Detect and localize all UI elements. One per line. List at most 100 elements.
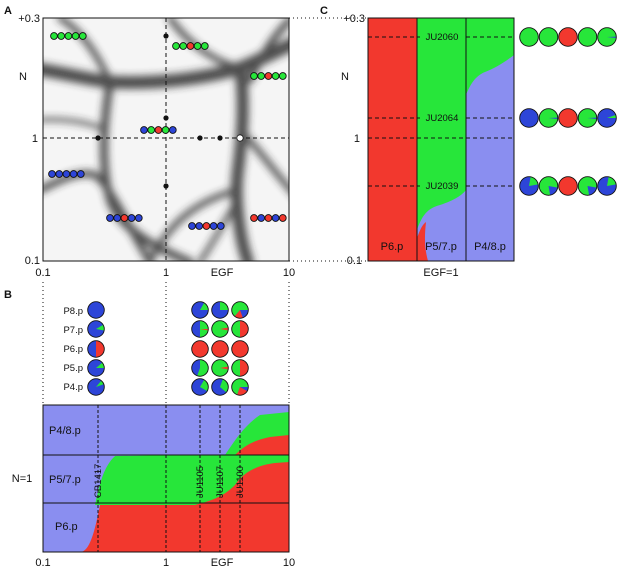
cell-dot [193,42,202,50]
col-label-p6: P6.p [381,241,404,253]
strain-label-bg [420,31,464,43]
cell-dot [154,126,163,134]
fate-pie [211,301,229,319]
fate-pattern-row [48,170,85,178]
sample-point [95,135,101,141]
cell-dot [161,126,170,134]
fate-pie [231,320,249,338]
cell-dot [202,222,211,230]
fate-pie [538,27,559,47]
cell-fate-pies [87,301,249,396]
c-x-caption: EGF=1 [423,267,458,279]
fate-pattern-row [250,72,287,80]
sample-point [163,115,169,121]
cell-dot [48,170,56,178]
panel-c: C JU2060 JU2064 JU2039 P6.p P5/7.p P4/8.… [320,5,617,279]
strain-fate-pies [519,27,617,196]
cell-dot [195,222,204,230]
sample-point [197,135,203,141]
fate-pie [558,176,578,196]
fate-pie [231,340,249,358]
cell-label-p4: P4.p [63,382,83,393]
fate-pie [191,340,209,358]
fate-pie [519,176,539,196]
fate-pie [231,301,249,319]
fate-pie [577,27,598,47]
cell-dot [134,214,143,222]
strain-label-ju2060: JU2060 [426,32,459,43]
fate-pattern-row [188,222,225,230]
fate-pie [87,340,105,358]
cell-dot [69,170,78,178]
strain-label-bg [420,180,464,192]
cell-dot [179,42,188,50]
fate-pattern-row [140,126,177,134]
fate-pie [191,378,209,396]
cell-dot [113,214,122,222]
panel-c-label: C [320,5,328,17]
sample-points [95,33,244,189]
cell-dot [264,72,273,80]
fate-pie [577,176,598,196]
fate-pie [87,359,105,377]
c-y-tick-bottom: 0.1 [347,255,362,267]
fate-pie [87,378,105,396]
band-label-p57: P5/7.p [49,474,81,486]
a-x-label: EGF [211,267,234,279]
fate-pie [558,27,578,47]
panel-b-label: B [4,289,12,301]
fate-pie [211,340,229,358]
cell-dot [168,126,177,134]
b-x-tick-right: 10 [283,557,295,568]
sample-point-open [236,134,244,142]
cell-dot [120,214,129,222]
fate-pie [191,301,209,319]
cell-dot [250,214,258,222]
cell-dot [140,126,148,134]
sample-point [217,135,223,141]
cell-dot [62,170,71,178]
cell-label-p8: P8.p [63,306,83,317]
c-y-tick-top: +0.3 [343,13,365,25]
col-label-p57: P5/7.p [425,241,457,253]
fate-pie [87,320,105,338]
fate-pie [538,108,559,128]
panel-c-frame [367,17,515,262]
panel-a: A [4,5,366,279]
cell-dot [147,126,156,134]
cell-label-p6: P6.p [63,344,83,355]
strain-label-ju2039: JU2039 [426,181,459,192]
fate-pie [211,378,229,396]
c-y-tick-mid: 1 [354,133,360,145]
b-x-tick-left: 0.1 [35,557,50,568]
cell-dot [78,32,87,40]
a-y-label: N [19,71,27,83]
cell-dot [278,72,287,80]
sample-point [163,33,169,39]
cell-dot [188,222,196,230]
col-label-p48: P4/8.p [474,241,506,253]
fate-pie [191,320,209,338]
panel-a-label: A [4,5,12,17]
fate-pattern-row [106,214,143,222]
cell-dot [50,32,58,40]
cell-dot [257,214,266,222]
cell-dot [250,72,258,80]
sample-point [163,183,169,189]
cell-dot [271,72,280,80]
strain-label-ju2064: JU2064 [426,113,459,124]
cell-dot [57,32,66,40]
fate-pie [519,27,539,47]
a-y-tick-mid: 1 [32,133,38,145]
cell-dot [209,222,218,230]
fate-pie [231,359,249,377]
strain-label-ju1105: JU1105 [195,466,206,498]
panel-b: B P8.p P7.p P6.p P5.p P4.p [4,282,295,568]
cell-dot [278,214,287,222]
phase-landscape [43,18,289,261]
cell-dot [106,214,114,222]
a-x-tick-mid: 1 [163,267,169,279]
cell-dot [127,214,136,222]
cell-dot [186,42,195,50]
fate-patterns [48,32,287,230]
